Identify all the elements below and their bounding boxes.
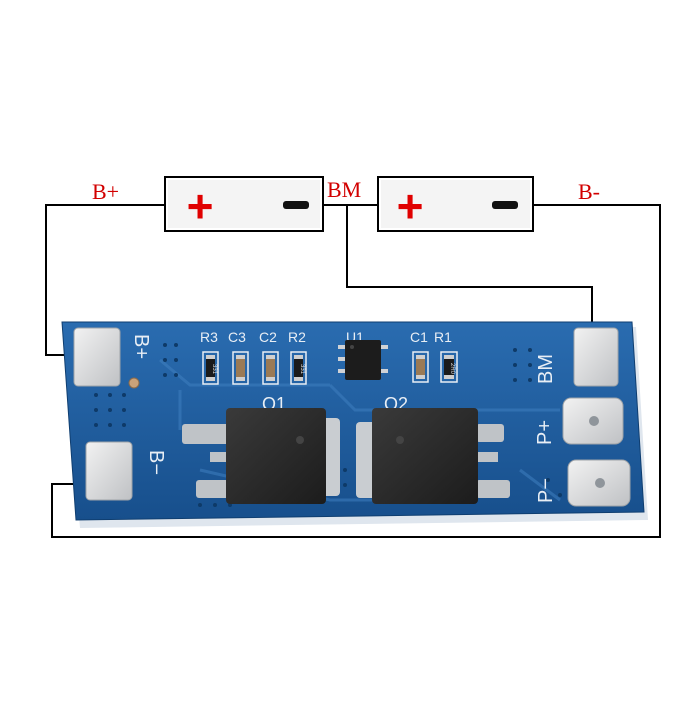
pad-bm [573, 327, 619, 387]
wire-b-plus [45, 204, 165, 356]
battery-cell-1: + [164, 176, 324, 232]
r3-marking: 331 [211, 364, 217, 375]
pad-b-plus-via [128, 377, 140, 389]
ic-u1 [338, 340, 388, 380]
silk-r2: R2 [288, 329, 306, 345]
pcb-board: R3 C3 C2 R2 U1 C1 R1 Q1 Q2 B+ B− BM P+ P… [61, 321, 648, 528]
battery-positive-symbol: + [397, 180, 424, 232]
battery-cell-2: + [377, 176, 534, 232]
pad-b-plus [73, 327, 121, 387]
pad-p-plus [562, 397, 624, 445]
mosfet-q2 [356, 408, 510, 504]
silk-b-plus: B+ [130, 334, 152, 359]
smd-c2 [262, 351, 279, 385]
silk-bm: BM [535, 354, 557, 384]
label-b-plus: B+ [92, 179, 120, 204]
pad-p-minus [567, 459, 631, 507]
wiring [45, 204, 661, 538]
silk-c1: C1 [410, 329, 428, 345]
r1-marking: 2R0 [449, 363, 455, 375]
smd-c3 [232, 351, 249, 385]
silk-b-minus: B− [145, 450, 167, 475]
wire-bm [346, 205, 593, 330]
battery-negative-symbol [283, 201, 309, 209]
smd-r1: 2R0 [440, 351, 458, 383]
label-b-minus: B- [578, 179, 600, 204]
silk-p-minus: P− [535, 478, 557, 503]
smd-r2: 331 [290, 351, 307, 385]
silk-c3: C3 [228, 329, 246, 345]
silk-r3: R3 [200, 329, 218, 345]
smd-c1 [412, 351, 429, 383]
wire-b-minus [51, 204, 661, 538]
smd-r3: 331 [202, 351, 219, 385]
pad-b-minus [85, 441, 133, 501]
silk-r1: R1 [434, 329, 452, 345]
label-bm: BM [327, 177, 362, 202]
r2-marking: 331 [299, 364, 305, 375]
battery-negative-symbol [492, 201, 518, 209]
battery-positive-symbol: + [187, 180, 214, 232]
silk-c2: C2 [259, 329, 277, 345]
silk-p-plus: P+ [534, 420, 556, 445]
mosfet-q1 [182, 408, 340, 504]
